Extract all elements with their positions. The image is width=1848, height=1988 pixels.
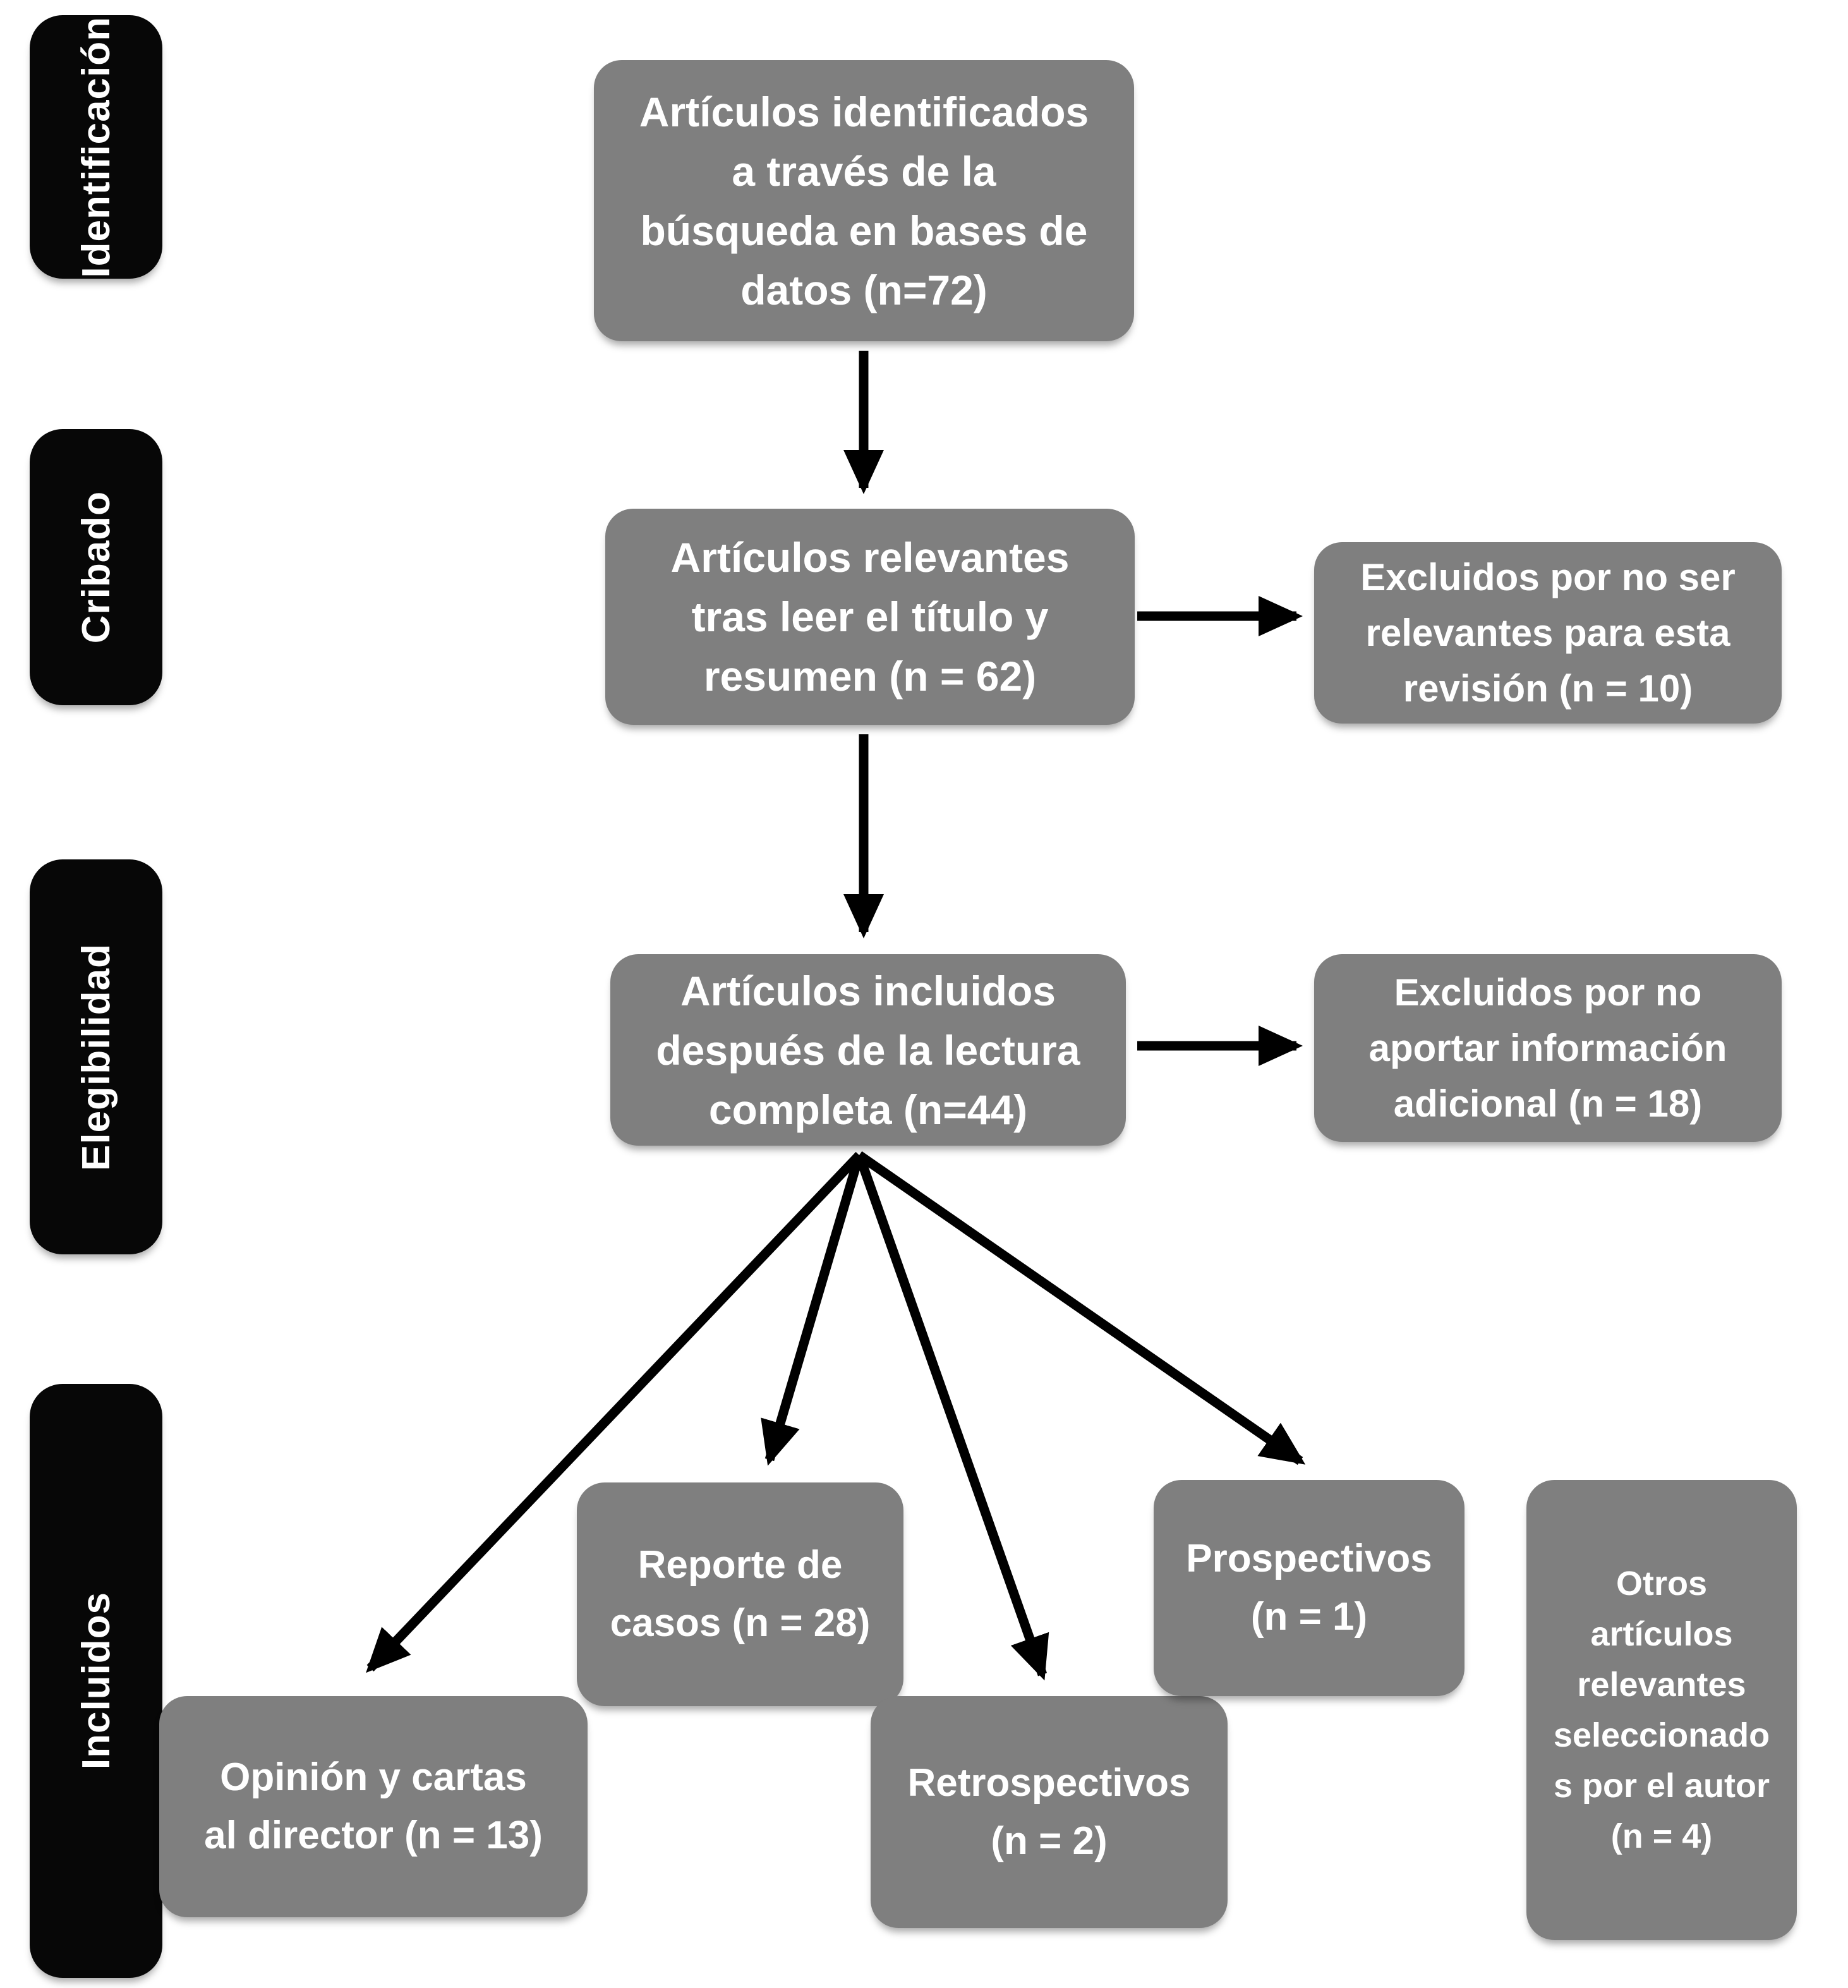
arrow-fulltext-to-case-reports [761, 1153, 864, 1466]
stage-eligibility-label: Elegibilidad [74, 943, 118, 1171]
box-other-author-selected-text: Otros artículos relevantes seleccionado … [1553, 1565, 1770, 1855]
stage-identification-label: Identificación [74, 16, 118, 278]
box-excluded-eligibility-text: Excluidos por no aportar información adi… [1368, 971, 1727, 1125]
stage-eligibility: Elegibilidad [30, 859, 162, 1254]
box-screened-text: Artículos relevantes tras leer el título… [670, 534, 1070, 700]
box-opinion-letters-text: Opinión y cartas al director (n = 13) [204, 1755, 543, 1857]
box-fulltext-included-text: Artículos incluidos después de la lectur… [656, 967, 1080, 1133]
box-retrospective: Retrospectivos (n = 2) [871, 1696, 1228, 1928]
box-excluded-eligibility: Excluidos por no aportar información adi… [1314, 954, 1782, 1142]
stage-identification: Identificación [30, 15, 162, 279]
stage-included-label: Incluidos [74, 1592, 118, 1770]
box-retrospective-text: Retrospectivos (n = 2) [907, 1761, 1191, 1863]
stage-screening: Cribado [30, 429, 162, 705]
box-case-reports: Reporte de casos (n = 28) [577, 1482, 903, 1706]
box-case-reports-text: Reporte de casos (n = 28) [610, 1543, 871, 1645]
box-fulltext-included: Artículos incluidos después de la lectur… [610, 954, 1126, 1146]
arrow-fulltext-to-retrospective [854, 1153, 1049, 1681]
arrow-fulltext-to-prospective [856, 1151, 1306, 1465]
box-screened: Artículos relevantes tras leer el título… [605, 509, 1135, 725]
box-other-author-selected: Otros artículos relevantes seleccionado … [1526, 1480, 1797, 1940]
box-identified: Artículos identificados a través de la b… [594, 60, 1134, 341]
arrow-fulltext-to-opinion [366, 1151, 863, 1673]
box-excluded-screening: Excluidos por no ser relevantes para est… [1314, 542, 1782, 724]
box-opinion-letters: Opinión y cartas al director (n = 13) [159, 1696, 588, 1917]
box-prospective-text: Prospectivos (n = 1) [1186, 1537, 1432, 1639]
box-identified-text: Artículos identificados a través de la b… [639, 88, 1089, 313]
stage-included: Incluidos [30, 1384, 162, 1978]
box-prospective: Prospectivos (n = 1) [1154, 1480, 1465, 1696]
stage-screening-label: Cribado [74, 490, 118, 644]
box-excluded-screening-text: Excluidos por no ser relevantes para est… [1360, 555, 1736, 710]
